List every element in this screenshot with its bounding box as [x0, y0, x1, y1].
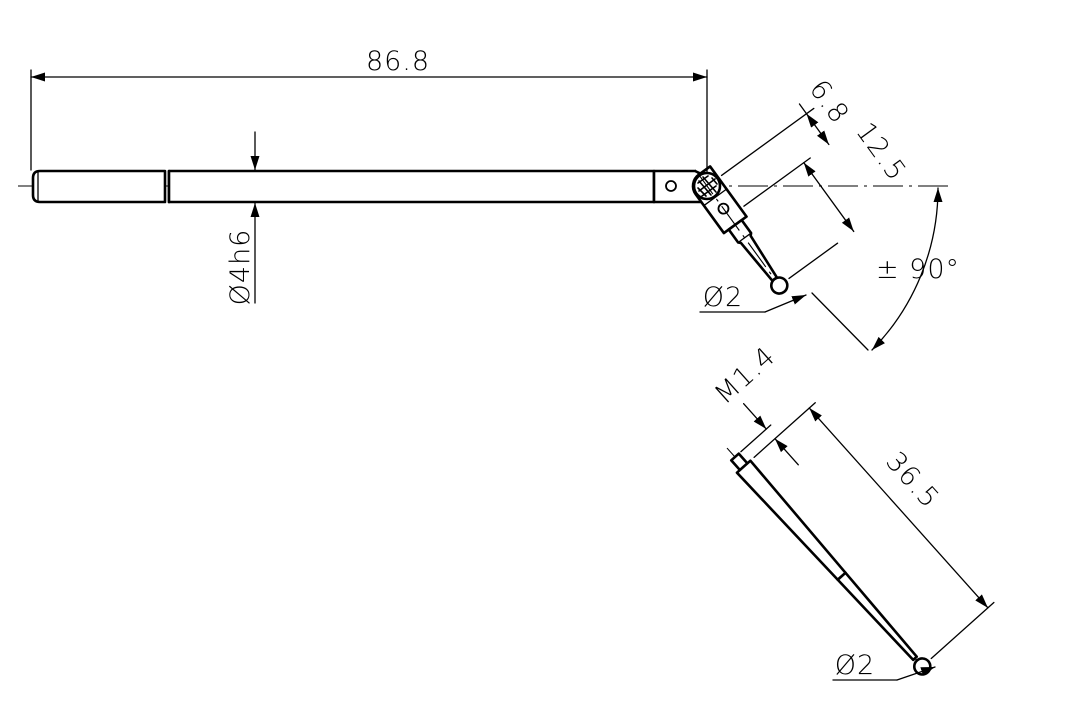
pivot-hatch	[697, 175, 718, 197]
dim-shaft-diameter: Ø4h6	[225, 131, 260, 306]
stylus-step	[737, 232, 752, 244]
dim-line-offset	[805, 113, 830, 146]
dim-text-arm: 12.5	[849, 117, 912, 187]
leader-line-upper	[764, 294, 807, 313]
dim-line-arm	[803, 162, 855, 233]
dim-text-diameter: Ø4h6	[225, 229, 256, 306]
leader-line-lower	[896, 666, 936, 681]
thread-arrow-b	[774, 438, 799, 466]
dim-ball-upper: Ø2	[699, 282, 807, 313]
angle-arc	[871, 187, 943, 351]
thread-arrow-a	[742, 403, 767, 430]
shaft-end-section	[31, 169, 167, 204]
dim-overall-length: 86.8	[30, 46, 708, 173]
dim-line-stylus	[808, 407, 989, 609]
shaft-body	[167, 169, 656, 204]
ext-joint	[743, 157, 811, 207]
ext-ball	[788, 242, 839, 280]
pin-hole	[665, 180, 677, 192]
dim-text-ball-upper: Ø2	[703, 282, 743, 313]
upper-ball-tip	[769, 276, 789, 295]
ext-ball-end	[930, 601, 995, 660]
angle-ext-line	[811, 292, 869, 351]
dim-line-offset-a	[798, 103, 808, 115]
dim-swivel-angle: ± 90°	[811, 187, 960, 351]
dim-text-stylus: 36.5	[879, 446, 945, 514]
dim-text-angle: ± 90°	[876, 254, 960, 285]
ext-thread-start	[740, 424, 772, 453]
dim-swivel-group	[720, 103, 855, 280]
main-shaft	[18, 169, 948, 204]
stylus-detail: 36.5 M1.4 Ø2	[709, 341, 995, 681]
dim-text-ball-lower: Ø2	[835, 650, 875, 681]
dim-text-thread: M1.4	[709, 341, 782, 411]
detail-tip-taper	[836, 571, 919, 662]
detail-shank	[735, 459, 847, 582]
dim-text-overall: 86.8	[366, 46, 430, 77]
pivot-circle	[692, 171, 722, 201]
dim-text-offset: 6.8	[803, 74, 855, 129]
ext-pivot	[720, 107, 815, 177]
swivel-stylus-upper	[691, 165, 789, 295]
ext-shank-start	[753, 402, 816, 459]
